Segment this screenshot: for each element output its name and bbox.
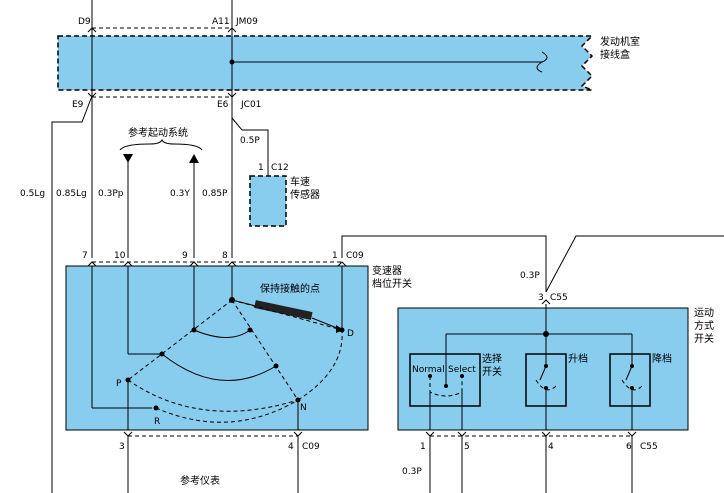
connector-a11-label: A11 (212, 17, 230, 27)
pin-8-label: 8 (222, 251, 228, 261)
speed-sensor-pin: 1 (258, 163, 264, 173)
select-label: Select (448, 365, 476, 375)
inhibitor-connector-bottom: C09 (302, 442, 320, 452)
engine-box-label-1: 发动机室 (600, 35, 640, 48)
sport-pin-5: 5 (464, 442, 470, 452)
connector-e6-label: E6 (217, 100, 229, 110)
connector-jm09-label: JM09 (235, 17, 258, 27)
holding-contact-label: 保持接触的点 (260, 282, 320, 295)
select-switch (409, 353, 481, 407)
wire-label-085lg: 0.85Lg (56, 189, 87, 199)
wire-label-03y: 0.3Y (170, 189, 190, 199)
pin-7-label: 7 (82, 251, 88, 261)
downshift-label: 降档 (652, 352, 672, 365)
sport-title-2: 方式 (694, 319, 714, 332)
normal-label: Normal (412, 365, 445, 375)
wire-label-sport-bottom-03p: 0.3P (402, 467, 422, 477)
holding-contact-bar (254, 300, 313, 320)
speed-sensor-label-1: 车速 (290, 175, 310, 188)
starting-system-note: 参考起动系统 (128, 126, 188, 139)
select-switch-label-2: 开关 (482, 365, 502, 378)
sport-pin-6: 6 (626, 442, 632, 452)
position-p: P (116, 379, 122, 389)
sport-pin-3: 3 (538, 293, 544, 303)
engine-box-label-2: 接线盒 (600, 48, 630, 61)
downshift-switch (609, 353, 651, 407)
sport-pin-1: 1 (420, 442, 426, 452)
wire-label-03pp: 0.3Pp (98, 189, 124, 199)
pin-10-label: 10 (114, 251, 126, 261)
sport-connector-top: C55 (550, 293, 568, 303)
engine-junction-box (57, 35, 594, 91)
vehicle-speed-sensor (249, 175, 287, 227)
position-n: N (300, 403, 307, 413)
pin-1-label: 1 (332, 251, 338, 261)
inhibitor-title-1: 变速器 (372, 264, 402, 277)
connector-e9-label: E9 (72, 100, 84, 110)
inhibitor-connector-top: C09 (346, 251, 364, 261)
sport-pin-4: 4 (548, 442, 554, 452)
wire-label-085p: 0.85P (202, 189, 228, 199)
wire-label-05lg: 0.5Lg (20, 189, 45, 199)
position-d: D (347, 329, 354, 339)
position-r: R (154, 417, 160, 427)
pin-3-label: 3 (119, 442, 125, 452)
wire-label-05p: 0.5P (240, 136, 260, 146)
pin-4-label: 4 (288, 442, 294, 452)
inhibitor-switch-box (65, 265, 369, 431)
inhibitor-title-2: 档位开关 (372, 277, 412, 290)
instrument-cluster-note: 参考仪表 (180, 474, 220, 487)
connector-jc01-label: JC01 (240, 100, 261, 110)
wire-label-sport-03p: 0.3P (520, 271, 540, 281)
sport-title-3: 开关 (694, 332, 714, 345)
speed-sensor-connector: C12 (271, 163, 289, 173)
pin-9-label: 9 (182, 251, 188, 261)
connector-d9-label: D9 (78, 17, 91, 27)
select-switch-label-1: 选择 (482, 352, 502, 365)
upshift-label: 升档 (568, 352, 588, 365)
speed-sensor-label-2: 传感器 (290, 188, 320, 201)
sport-title-1: 运动 (694, 307, 714, 319)
sport-connector-bottom: C55 (640, 442, 658, 452)
